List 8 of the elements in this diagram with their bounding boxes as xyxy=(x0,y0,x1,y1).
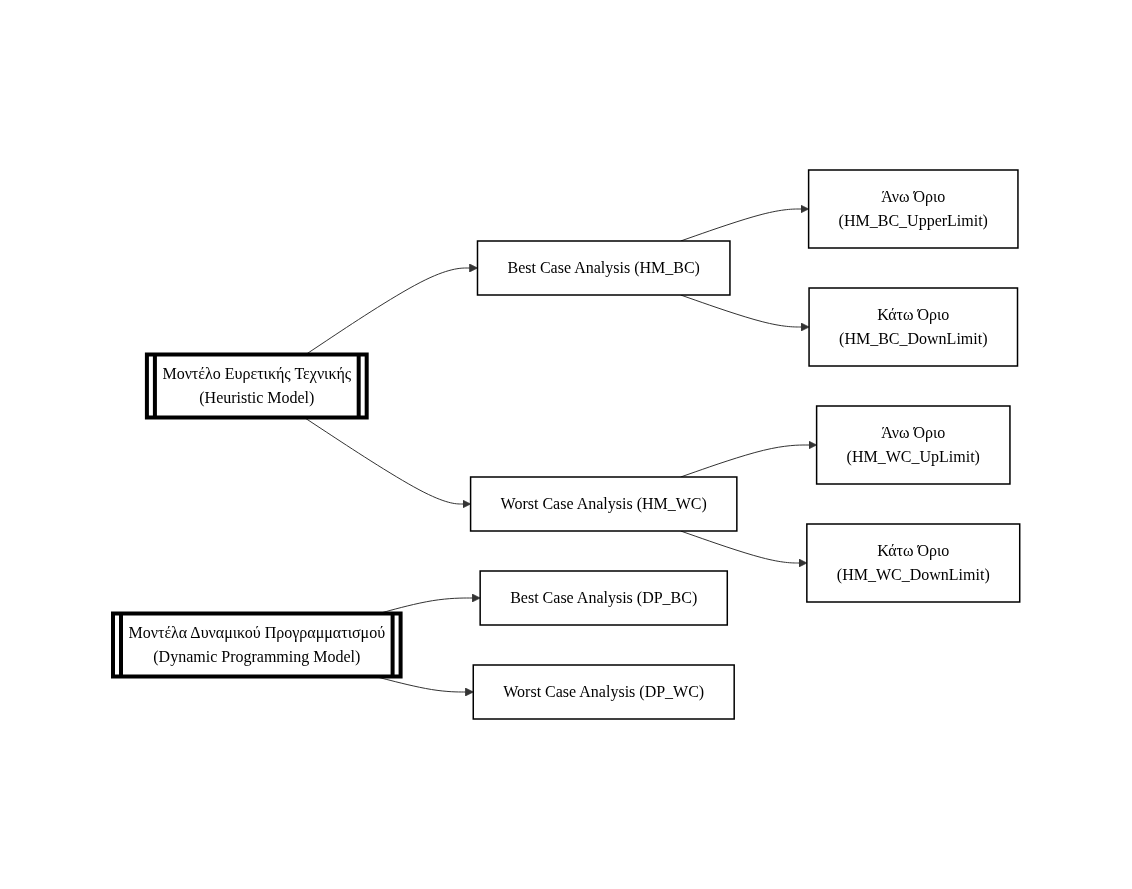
node-box: Worst Case Analysis (HM_WC) xyxy=(469,476,738,532)
node-box: Κάτω Όριο (HM_BC_DownLimit) xyxy=(807,287,1018,367)
node-box: Best Case Analysis (DP_BC) xyxy=(479,570,728,626)
node-box: Άνω Όριο (HM_BC_UpperLimit) xyxy=(807,169,1019,249)
node-box: Κάτω Όριο (HM_WC_DownLimit) xyxy=(805,523,1021,603)
node-box: Best Case Analysis (HM_BC) xyxy=(476,240,731,296)
node-box: Άνω Όριο (HM_WC_UpLimit) xyxy=(815,405,1011,485)
node-box: Worst Case Analysis (DP_WC) xyxy=(472,664,735,720)
